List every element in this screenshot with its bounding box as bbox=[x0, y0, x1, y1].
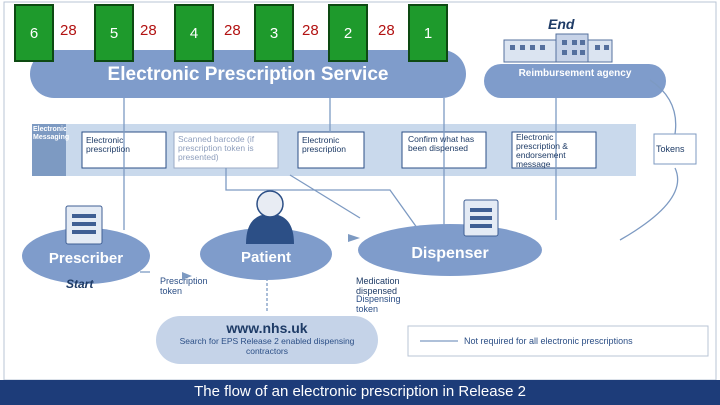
eps-oval bbox=[30, 50, 466, 98]
reimbursement-label: Reimbursement agency bbox=[518, 68, 632, 79]
messaging-label-box bbox=[32, 124, 66, 176]
dispenser-computer-icon bbox=[463, 199, 499, 237]
footer-caption: The flow of an electronic prescription i… bbox=[194, 383, 526, 400]
counter-value-6: 28 bbox=[60, 22, 77, 39]
counter-value-2: 28 bbox=[378, 22, 395, 39]
nhs-url[interactable]: www.nhs.uk bbox=[226, 320, 308, 336]
prescriber-computer-icon bbox=[65, 205, 103, 245]
patient-label: Patient bbox=[240, 249, 291, 266]
connector-patient-dispenser bbox=[289, 174, 361, 219]
eps-title: Electronic Prescription Service bbox=[107, 64, 389, 85]
message-text-3: Electronic prescription bbox=[302, 135, 346, 154]
patient-oval bbox=[200, 228, 332, 280]
message-text-1: Electronic prescription bbox=[86, 135, 130, 154]
arrow-to-patient bbox=[182, 272, 192, 280]
message-text-2: Scanned barcode (if prescription token i… bbox=[178, 134, 255, 162]
counter-tile-2[interactable]: 2 bbox=[328, 4, 368, 62]
end-label: End bbox=[548, 16, 575, 32]
dispensing-token-label: Dispensing token bbox=[356, 294, 401, 314]
messaging-label: Electronic Messaging bbox=[33, 126, 70, 141]
counter-tile-4[interactable]: 4 bbox=[174, 4, 214, 62]
legend-text: Not required for all electronic prescrip… bbox=[464, 336, 633, 346]
counter-tile-5[interactable]: 5 bbox=[94, 4, 134, 62]
counter-value-5: 28 bbox=[140, 22, 157, 39]
message-box-5 bbox=[511, 131, 597, 169]
reimbursement-oval bbox=[484, 64, 666, 98]
prescription-token-label: Prescription token bbox=[160, 276, 208, 296]
arrow-to-dispenser bbox=[348, 234, 360, 242]
connector-token-up bbox=[649, 79, 677, 135]
counter-tile-1[interactable]: 1 bbox=[408, 4, 448, 62]
connector-scan bbox=[225, 168, 421, 233]
prescriber-label: Prescriber bbox=[48, 250, 124, 267]
connector-token-return bbox=[619, 167, 679, 241]
nhs-subtitle: Search for EPS Release 2 enabled dispens… bbox=[179, 336, 355, 356]
person-icon bbox=[246, 190, 294, 244]
prescriber-oval bbox=[22, 228, 150, 284]
counter-tile-3[interactable]: 3 bbox=[254, 4, 294, 62]
dispenser-oval bbox=[358, 224, 542, 276]
start-label: Start bbox=[66, 277, 94, 291]
message-box-3 bbox=[297, 131, 365, 169]
nhs-oval[interactable] bbox=[156, 316, 378, 364]
message-text-5: Electronic prescription & endorsement me… bbox=[516, 132, 568, 169]
dispenser-label: Dispenser bbox=[411, 245, 489, 262]
tokens-label: Tokens bbox=[656, 144, 685, 154]
building-icon bbox=[503, 33, 613, 63]
counter-value-4: 28 bbox=[224, 22, 241, 39]
message-text-4: Confirm what has been dispensed bbox=[408, 134, 475, 153]
medication-dispensed-label: Medication dispensed bbox=[356, 276, 400, 296]
counter-tile-6[interactable]: 6 bbox=[14, 4, 54, 62]
footer-bar bbox=[0, 380, 720, 405]
counter-value-3: 28 bbox=[302, 22, 319, 39]
